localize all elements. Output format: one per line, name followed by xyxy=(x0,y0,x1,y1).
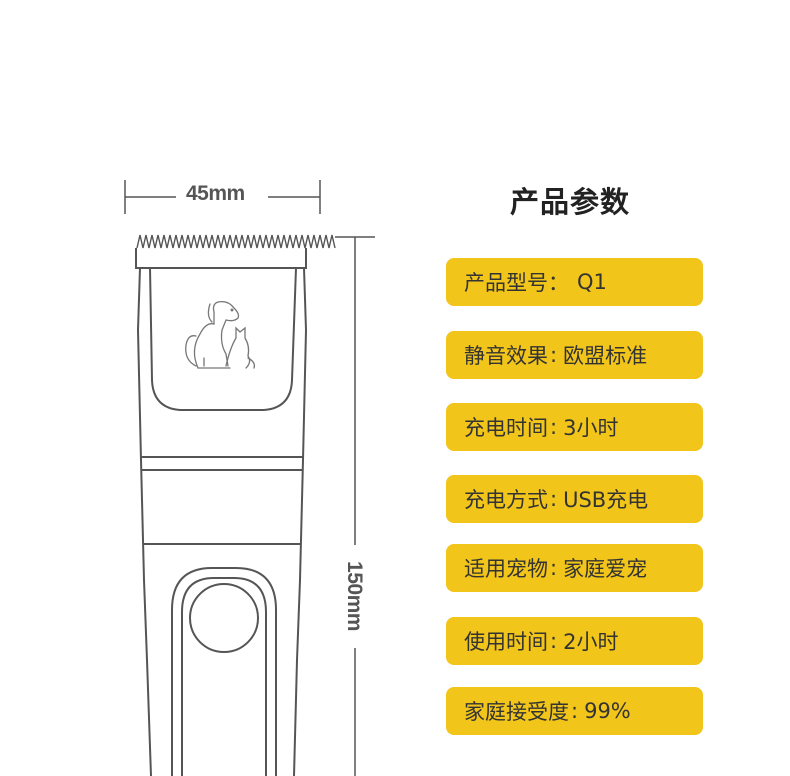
section-title: 产品参数 xyxy=(509,185,630,219)
param-charge-time: 充电时间:3小时 xyxy=(446,403,703,451)
width-dimension-line xyxy=(124,180,321,214)
param-value: 欧盟标准 xyxy=(563,344,648,368)
param-acceptance: 家庭接受度:99% xyxy=(446,687,703,735)
param-label: 使用时间 xyxy=(464,630,548,654)
dog-cat-logo-icon xyxy=(185,300,256,369)
param-value: 3小时 xyxy=(563,416,619,440)
param-label: 充电方式 xyxy=(464,488,548,512)
height-dimension-line xyxy=(335,236,375,776)
clipper-illustration xyxy=(124,180,375,776)
blade-teeth xyxy=(135,248,307,269)
param-charge-method: 充电方式:USB充电 xyxy=(446,475,703,523)
height-dimension-label: 150mm xyxy=(343,561,366,631)
param-value: 家庭爱宠 xyxy=(563,557,648,581)
head-cover xyxy=(149,267,297,411)
width-dimension-label: 45mm xyxy=(186,182,245,205)
clipper-body xyxy=(135,234,336,776)
param-label: 静音效果 xyxy=(464,344,548,368)
param-label: 产品型号： xyxy=(464,271,569,295)
power-button-outline xyxy=(189,583,259,653)
param-noise: 静音效果:欧盟标准 xyxy=(446,331,703,379)
param-pets: 适用宠物:家庭爱宠 xyxy=(446,544,703,592)
param-value: USB充电 xyxy=(563,488,649,512)
param-value: Q1 xyxy=(577,270,607,294)
handle-panel xyxy=(171,567,277,776)
param-model: 产品型号： Q1 xyxy=(446,258,703,306)
param-label: 充电时间 xyxy=(464,416,548,440)
param-label: 家庭接受度 xyxy=(464,700,569,724)
param-label: 适用宠物 xyxy=(464,557,548,581)
param-use-time: 使用时间:2小时 xyxy=(446,617,703,665)
param-value: 99% xyxy=(584,699,631,723)
param-value: 2小时 xyxy=(563,630,619,654)
